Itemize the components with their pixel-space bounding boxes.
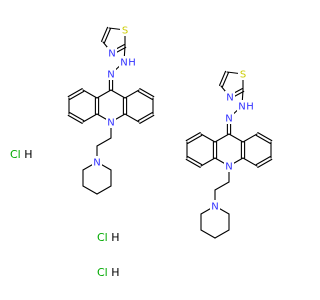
molecule-2-atom-N2: N — [225, 114, 232, 125]
molecule-2-atom-PN: N — [211, 202, 218, 213]
hcl-salt-2: Cl H — [97, 231, 120, 244]
molecule-2-bond-R3-R4-1 — [255, 156, 271, 166]
hcl-salt-3: Cl H — [97, 266, 120, 279]
molecule-1-atom-N2: N — [107, 70, 114, 81]
molecule-2-bond-C8a-C9 — [214, 133, 230, 143]
molecule-2-bond-E1-E2 — [214, 181, 230, 191]
molecule-1-atom-NH-hydrogen: H — [128, 58, 136, 69]
molecule-2-atom-N2-background — [224, 112, 234, 124]
molecule-2-bond-C9-C9a — [228, 133, 244, 143]
molecule-1-bond-R3-R4-0 — [139, 114, 155, 124]
molecule-2-bond-L3-L4-1 — [185, 158, 201, 168]
molecule-1-bond-R3-R4-1 — [137, 112, 153, 122]
molecule-1-atom-S-background — [120, 24, 130, 36]
molecule-2-bond-C1-C2-0 — [221, 72, 230, 88]
molecule-1-bond-L3-L4-0 — [69, 112, 85, 122]
molecule-1-bond-C1-C2-1 — [100, 26, 109, 42]
molecule-2-bond-C9a-R1 — [242, 133, 258, 143]
molecule-2-atom-NH: N — [238, 102, 245, 113]
molecule-2-bond-L4-C4a — [200, 157, 216, 167]
molecule-2-bond-P2-P3 — [214, 229, 230, 239]
molecule-2-atom-N3-background — [225, 91, 235, 103]
molecule-2-bond-L3-L4-0 — [187, 156, 203, 166]
molecule-2-bond-L1-L2-0 — [187, 134, 203, 144]
hcl-salt-3-text: Cl H — [97, 266, 120, 279]
molecule-1-atom-N3: N — [108, 49, 115, 60]
molecule-1-atom-S: S — [122, 26, 128, 37]
molecule-2-atom-NH-hydrogen: H — [246, 102, 254, 113]
molecule-1-bond-C1-C2-0 — [103, 28, 112, 44]
molecule-1-bond-C9a-R1 — [124, 89, 140, 99]
molecule-1-atom-N2-background — [106, 68, 116, 80]
molecule-2-bond-R1-R2-0 — [257, 132, 273, 142]
molecule-1-bond-C9-C9a — [110, 89, 126, 99]
molecule-1-bond-P2-P3 — [96, 185, 112, 195]
molecule-1-bond-R1-R2-0 — [139, 88, 155, 98]
molecule-1-atom-PN: N — [93, 158, 100, 169]
molecule-1-bond-P3-P4 — [82, 185, 98, 195]
molecule-2-bond-C1-C2-1 — [218, 70, 227, 86]
molecule-2-atom-S: S — [240, 70, 246, 81]
molecule-1-atom-NH: N — [120, 58, 127, 69]
molecule-2-atom-N10: N — [225, 162, 232, 173]
molecule-1-bond-E1-E2 — [96, 137, 112, 147]
hcl-salt-1-text: Cl H — [10, 148, 33, 161]
molecule-2-atom-N10-background — [224, 160, 234, 172]
molecule-1-atom-N10-background — [106, 116, 116, 128]
molecule-2-bond-R3-R4-0 — [257, 158, 273, 168]
molecule-1-bond-C8a-L1 — [82, 89, 98, 99]
molecule-1-bond-L1-L2-0 — [69, 90, 85, 100]
molecule-2-atom-PN-background — [210, 200, 220, 212]
molecule-1-bond-L1-L2-1 — [67, 88, 83, 98]
molecule-1-bond-R1-R2-1 — [137, 90, 153, 100]
molecule-2-bond-L1-L2-1 — [185, 132, 201, 142]
molecule-1-bond-R4-C10a — [124, 113, 140, 123]
molecule-2-atom-N3: N — [226, 93, 233, 104]
molecule-2-bond-P3-P4 — [200, 229, 216, 239]
molecule-2-bond-R4-C10a — [242, 157, 258, 167]
molecule-1-atom-NH-background — [119, 56, 129, 68]
molecule-1-bond-L4-C4a — [82, 113, 98, 123]
molecule-2-atom-S-background — [238, 68, 248, 80]
hcl-salt-2-text: Cl H — [97, 231, 120, 244]
molecule-2-bond-R1-R2-1 — [255, 134, 271, 144]
molecule-1-atom-N3-background — [107, 47, 117, 59]
molecule-2-atom-NH-background — [237, 100, 247, 112]
molecule-2-bond-C8a-L1 — [200, 133, 216, 143]
molecule-1-bond-L3-L4-1 — [67, 114, 83, 124]
molecule-1-bond-C8a-C9 — [96, 89, 112, 99]
molecule-1-atom-PN-background — [92, 156, 102, 168]
hcl-salt-1: Cl H — [10, 148, 33, 161]
molecule-1-atom-N10: N — [107, 118, 114, 129]
